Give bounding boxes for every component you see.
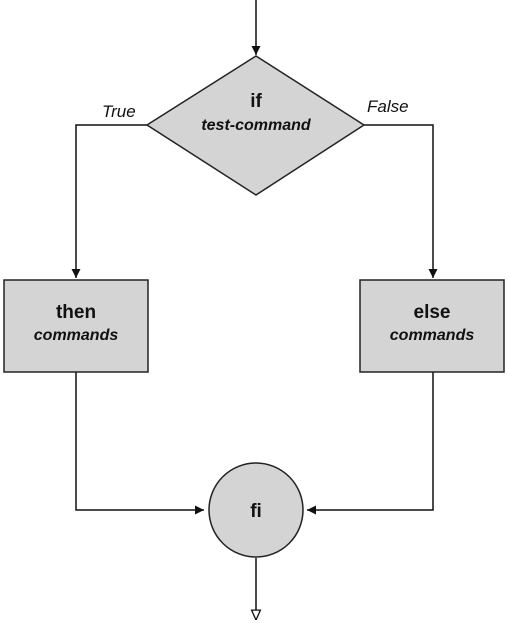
else-body: commands bbox=[390, 327, 475, 344]
then-to-fi-arrow bbox=[76, 372, 204, 510]
fi-keyword: fi bbox=[250, 501, 262, 522]
else-node: else commands bbox=[360, 280, 504, 372]
else-box bbox=[360, 280, 504, 372]
else-to-fi-arrow bbox=[307, 372, 433, 510]
then-node: then commands bbox=[4, 280, 148, 372]
true-branch-arrow bbox=[76, 125, 147, 278]
false-label: False bbox=[367, 97, 409, 116]
end-node: fi bbox=[209, 463, 303, 557]
decision-keyword: if bbox=[250, 91, 262, 112]
true-label: True bbox=[102, 102, 136, 121]
then-box bbox=[4, 280, 148, 372]
then-body: commands bbox=[34, 327, 119, 344]
else-keyword: else bbox=[414, 302, 451, 323]
decision-condition: test-command bbox=[201, 117, 312, 134]
decision-node: if test-command bbox=[147, 56, 364, 195]
then-keyword: then bbox=[56, 302, 96, 323]
false-branch-arrow bbox=[364, 125, 433, 278]
